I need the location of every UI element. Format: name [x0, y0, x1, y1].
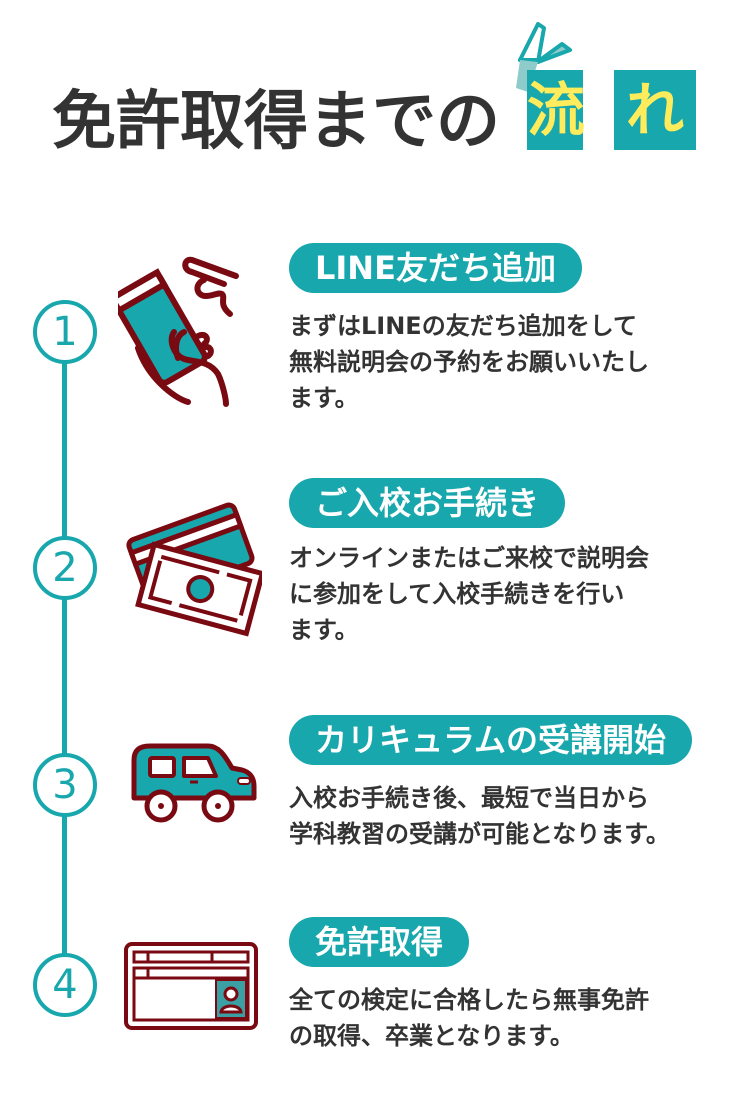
timeline-line	[62, 358, 67, 958]
step-title-pill: カリキュラムの受講開始	[289, 715, 693, 765]
step-title-pill: LINE友だち追加	[289, 243, 582, 293]
car-icon	[131, 743, 257, 823]
page-header: 免許取得までの 流 れ	[0, 0, 750, 200]
title-accent-box: 流	[527, 70, 585, 150]
page-title: 免許取得までの	[52, 85, 500, 159]
step-description: まずはLINEの友だち追加をして 無料説明会の予約をお願いいたし ます。	[289, 312, 649, 412]
step-description: 全ての検定に合格したら無事免許 の取得、卒業となります。	[289, 986, 649, 1050]
step-description: オンラインまたはご来校で説明会 に参加をして入校手続きを行い ます。	[289, 544, 649, 644]
step-number-badge: 4	[33, 953, 97, 1017]
hand-smartphone-icon	[118, 256, 239, 407]
step-title-pill: 免許取得	[289, 917, 470, 967]
step-number-badge: 2	[33, 536, 97, 600]
step-number-badge: 1	[33, 300, 97, 364]
license-card-icon	[124, 942, 258, 1030]
card-and-cash-icon	[126, 502, 262, 637]
step-title-pill: ご入校お手続き	[289, 478, 566, 528]
step-description: 入校お手続き後、最短で当日から 学科教習の受講が可能となります。	[289, 784, 670, 848]
title-accent-box: れ	[614, 70, 696, 150]
step-number-badge: 3	[33, 753, 97, 817]
